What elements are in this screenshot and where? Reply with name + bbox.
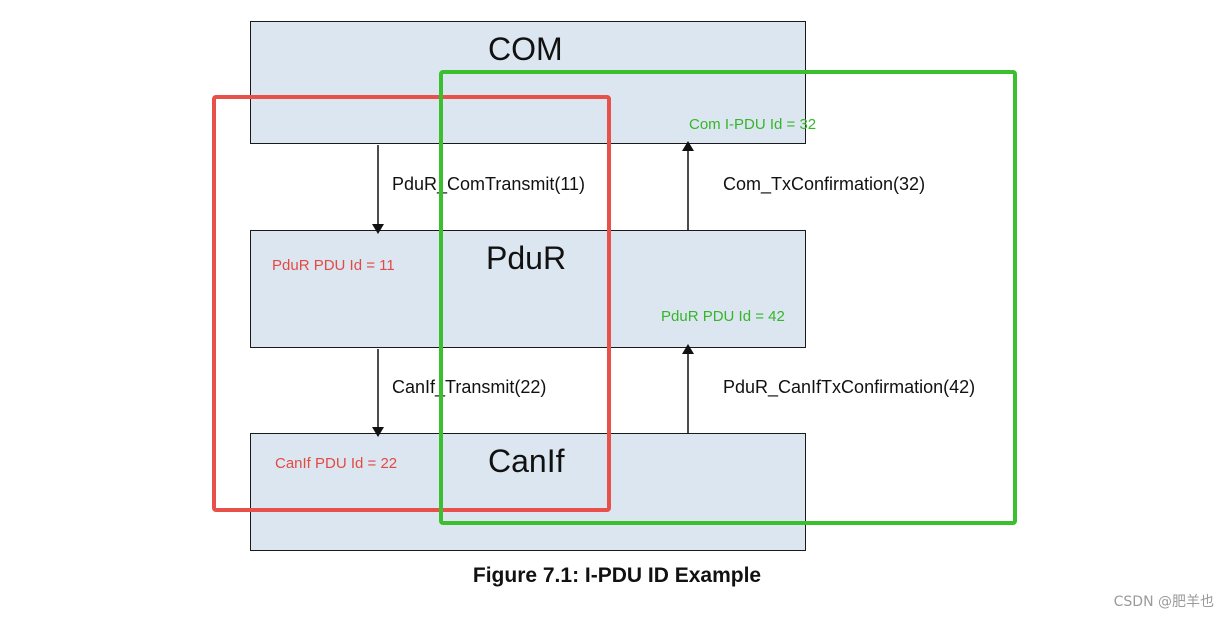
csdn-watermark: CSDN @肥羊也 — [1113, 594, 1214, 610]
green-confirmation-path-frame — [439, 70, 1017, 525]
red-transmit-path-frame — [212, 95, 611, 512]
pdur-layer-box — [250, 230, 806, 348]
com-ipdu-id-label: Com I-PDU Id = 32 — [689, 116, 817, 133]
pdur-pdu-id-red-label: PduR PDU Id = 11 — [272, 257, 395, 274]
pdur-layer-title: PduR — [486, 240, 567, 276]
pdur-pdu-id-green-label: PduR PDU Id = 42 — [661, 308, 785, 325]
call-label-canif-transmit: CanIf_Transmit(22) — [392, 377, 547, 397]
canif-layer-box — [250, 433, 806, 551]
canif-layer-title: CanIf — [488, 443, 565, 479]
call-label-com-txconfirmation: Com_TxConfirmation(32) — [723, 174, 926, 194]
com-layer-title: COM — [488, 31, 563, 67]
figure-caption: Figure 7.1: I-PDU ID Example — [472, 564, 762, 587]
com-layer-box — [250, 21, 806, 144]
canif-pdu-id-label: CanIf PDU Id = 22 — [275, 455, 398, 472]
call-label-pdur-caniftxconfirmation: PduR_CanIfTxConfirmation(42) — [723, 377, 976, 397]
